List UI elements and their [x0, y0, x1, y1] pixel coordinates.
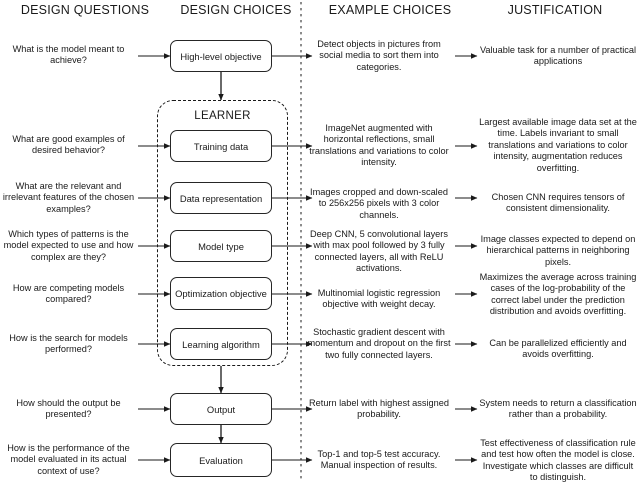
example-choice-4: Deep CNN, 5 convolutional layers with ma… — [310, 229, 448, 274]
design-question-3: What are the relevant and irrelevant fea… — [2, 181, 135, 214]
justification-2: Largest available image data set at the … — [479, 117, 637, 173]
justification-7: System needs to return a classification … — [479, 398, 637, 420]
design-choice-box-evaluation[interactable]: Evaluation — [170, 443, 272, 477]
header-design-questions: DESIGN QUESTIONS — [20, 3, 150, 17]
design-choice-box-data-representation[interactable]: Data representation — [170, 182, 272, 214]
design-question-8: How is the performance of the model eval… — [7, 443, 130, 476]
example-choice-2: ImageNet augmented with horizontal refle… — [309, 123, 449, 168]
justification-4: Image classes expected to depend on hier… — [480, 234, 636, 267]
design-question-6: How is the search for models performed? — [9, 333, 128, 355]
example-choice-5: Multinomial logistic regression objectiv… — [317, 288, 441, 310]
example-choice-7: Return label with highest assigned proba… — [309, 398, 449, 420]
header-design-choices: DESIGN CHOICES — [180, 3, 292, 17]
design-choice-box-training-data[interactable]: Training data — [170, 130, 272, 162]
design-choice-box-model-type[interactable]: Model type — [170, 230, 272, 262]
justification-1: Valuable task for a number of practical … — [479, 45, 637, 67]
learner-group-container — [157, 100, 288, 366]
justification-3: Chosen CNN requires tensors of consisten… — [491, 192, 625, 214]
example-choice-3: Images cropped and down-scaled to 256x25… — [310, 187, 448, 220]
design-question-2: What are good examples of desired behavi… — [12, 134, 125, 156]
header-example-choices: EXAMPLE CHOICES — [328, 3, 452, 17]
design-choice-box-learning-algorithm[interactable]: Learning algorithm — [170, 328, 272, 360]
design-question-5: How are competing models compared? — [12, 283, 125, 305]
design-question-4: Which types of patterns is the model exp… — [3, 229, 134, 262]
learner-group-label: LEARNER — [194, 110, 251, 122]
design-choice-box-optimization-objective[interactable]: Optimization objective — [170, 277, 272, 310]
design-question-1: What is the model meant to achieve? — [12, 44, 125, 66]
justification-6: Can be parallelized efficiently and avoi… — [489, 338, 627, 360]
justification-5: Maximizes the average across training ca… — [479, 272, 637, 317]
design-choice-box-high-level-objective[interactable]: High-level objective — [170, 40, 272, 72]
design-question-7: How should the output be presented? — [16, 398, 121, 420]
example-choice-8: Top-1 and top-5 test accuracy. Manual in… — [317, 449, 441, 471]
header-justification: JUSTIFICATION — [507, 3, 603, 17]
example-choice-1: Detect objects in pictures from social m… — [317, 39, 441, 72]
justification-8: Test effectiveness of classification rul… — [480, 438, 636, 483]
design-choice-box-output[interactable]: Output — [170, 393, 272, 425]
example-choice-6: Stochastic gradient descent with momentu… — [307, 327, 451, 360]
